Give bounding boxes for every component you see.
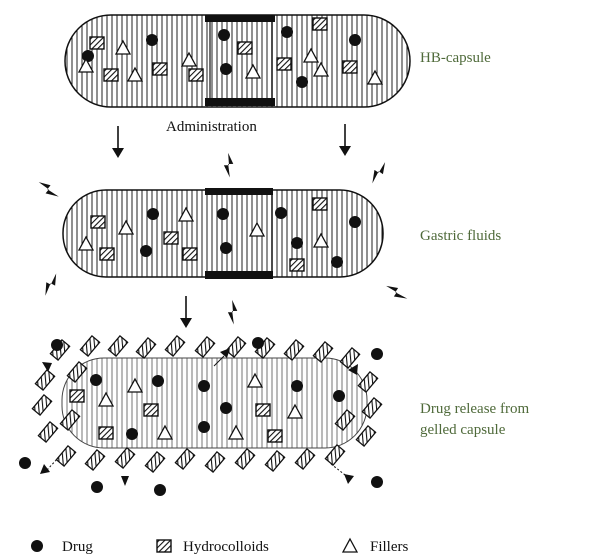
legend-label-hydrocolloids: Hydrocolloids — [183, 539, 269, 555]
hydrocolloid-symbol-icon — [157, 540, 171, 552]
capsule-in-gastric-fluid — [63, 188, 383, 279]
stage-label-drug-release-line2: gelled capsule — [420, 422, 506, 438]
legend-label-drug: Drug — [62, 539, 93, 555]
stage-label-hb-capsule: HB-capsule — [420, 50, 491, 66]
legend-item-drug: Drug — [31, 539, 93, 555]
filler-symbol-icon — [343, 539, 357, 552]
stage-label-drug-release-line1: Drug release from — [420, 401, 529, 417]
legend-item-hydrocolloids: Hydrocolloids — [157, 539, 269, 555]
gelled-capsule — [19, 336, 383, 496]
legend-item-fillers: Fillers — [343, 539, 408, 555]
legend: Drug Hydrocolloids Fillers — [31, 539, 408, 555]
drug-symbol-icon — [31, 540, 43, 552]
stage-label-gastric-fluids: Gastric fluids — [420, 228, 501, 244]
administration-label: Administration — [166, 119, 257, 135]
arrow-stage2-to-3 — [180, 296, 192, 328]
legend-label-fillers: Fillers — [370, 539, 408, 555]
hb-capsule — [65, 15, 410, 107]
